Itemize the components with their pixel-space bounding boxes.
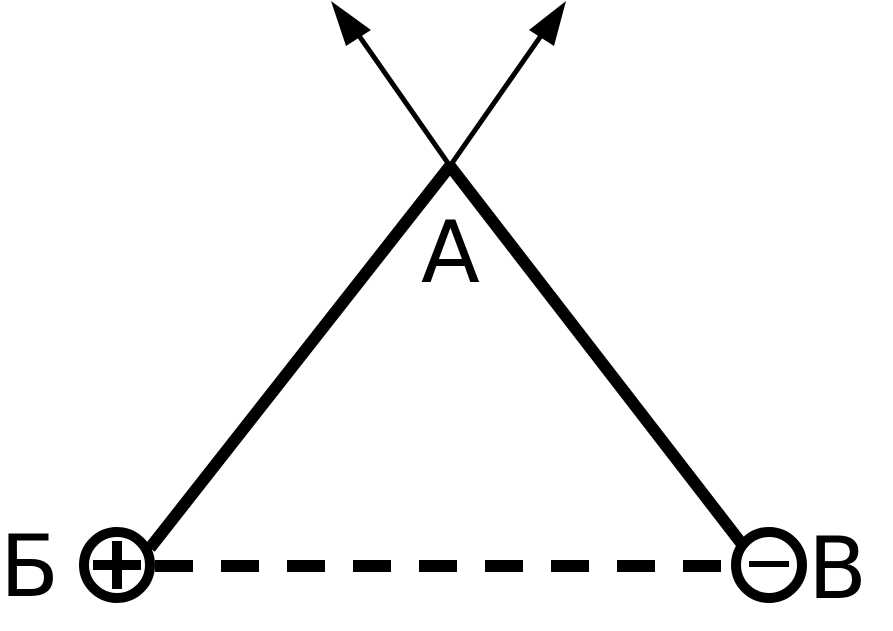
plus-vertical	[112, 541, 122, 589]
negative-charge-icon	[731, 527, 807, 603]
label-apex: А	[421, 203, 480, 303]
field-vector-right	[447, 1, 566, 168]
minus-bar	[749, 561, 789, 567]
label-left-charge: Б	[0, 517, 59, 617]
arrow-icon	[447, 28, 548, 168]
arrowhead-right	[529, 1, 566, 46]
side-right	[445, 162, 750, 552]
arrow-icon	[352, 28, 453, 168]
side-left	[145, 162, 455, 552]
label-right-charge: В	[808, 519, 867, 619]
positive-charge-icon	[79, 527, 155, 603]
field-vector-left	[331, 1, 453, 168]
arrowhead-left	[331, 1, 371, 46]
